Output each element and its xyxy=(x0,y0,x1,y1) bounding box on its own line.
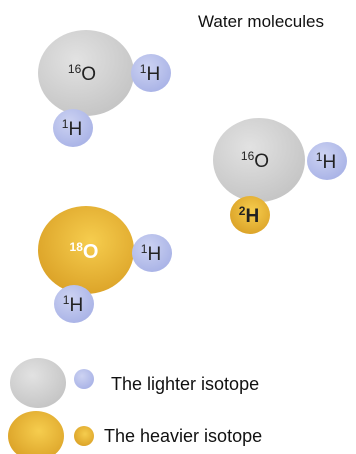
molecule-1: 16O 1H 1H xyxy=(38,30,171,147)
hydrogen-label: 1H xyxy=(63,293,83,316)
hydrogen-atom xyxy=(53,109,93,147)
legend-light-hydrogen-swatch xyxy=(74,369,94,389)
hydrogen-label: 1H xyxy=(140,62,160,85)
oxygen-label: 18O xyxy=(70,240,99,263)
oxygen-label: 16O xyxy=(241,149,269,172)
deuterium-label: 2H xyxy=(239,204,259,227)
legend-heavy-oxygen-swatch xyxy=(8,411,64,454)
molecule-3: 18O 1H 1H xyxy=(38,206,172,323)
hydrogen-atom xyxy=(131,54,171,92)
legend-light-oxygen-swatch xyxy=(10,358,66,408)
molecule-2: 16O 1H 2H xyxy=(213,118,347,234)
hydrogen-atom xyxy=(54,285,94,323)
oxygen-label: 16O xyxy=(68,62,96,85)
heavy-oxygen-atom xyxy=(38,206,134,294)
hydrogen-atom xyxy=(307,142,347,180)
oxygen-atom xyxy=(38,30,134,116)
legend-heavy-hydrogen-swatch xyxy=(74,426,94,446)
hydrogen-label: 1H xyxy=(62,117,82,140)
hydrogen-atom xyxy=(132,234,172,272)
hydrogen-label: 1H xyxy=(316,150,336,173)
deuterium-atom xyxy=(230,196,270,234)
legend-label-heavier: The heavier isotope xyxy=(104,426,263,446)
legend xyxy=(8,358,94,454)
hydrogen-label: 1H xyxy=(141,242,161,265)
oxygen-atom xyxy=(213,118,305,202)
diagram-title: Water molecules xyxy=(198,12,324,31)
legend-label-lighter: The lighter isotope xyxy=(111,374,260,394)
